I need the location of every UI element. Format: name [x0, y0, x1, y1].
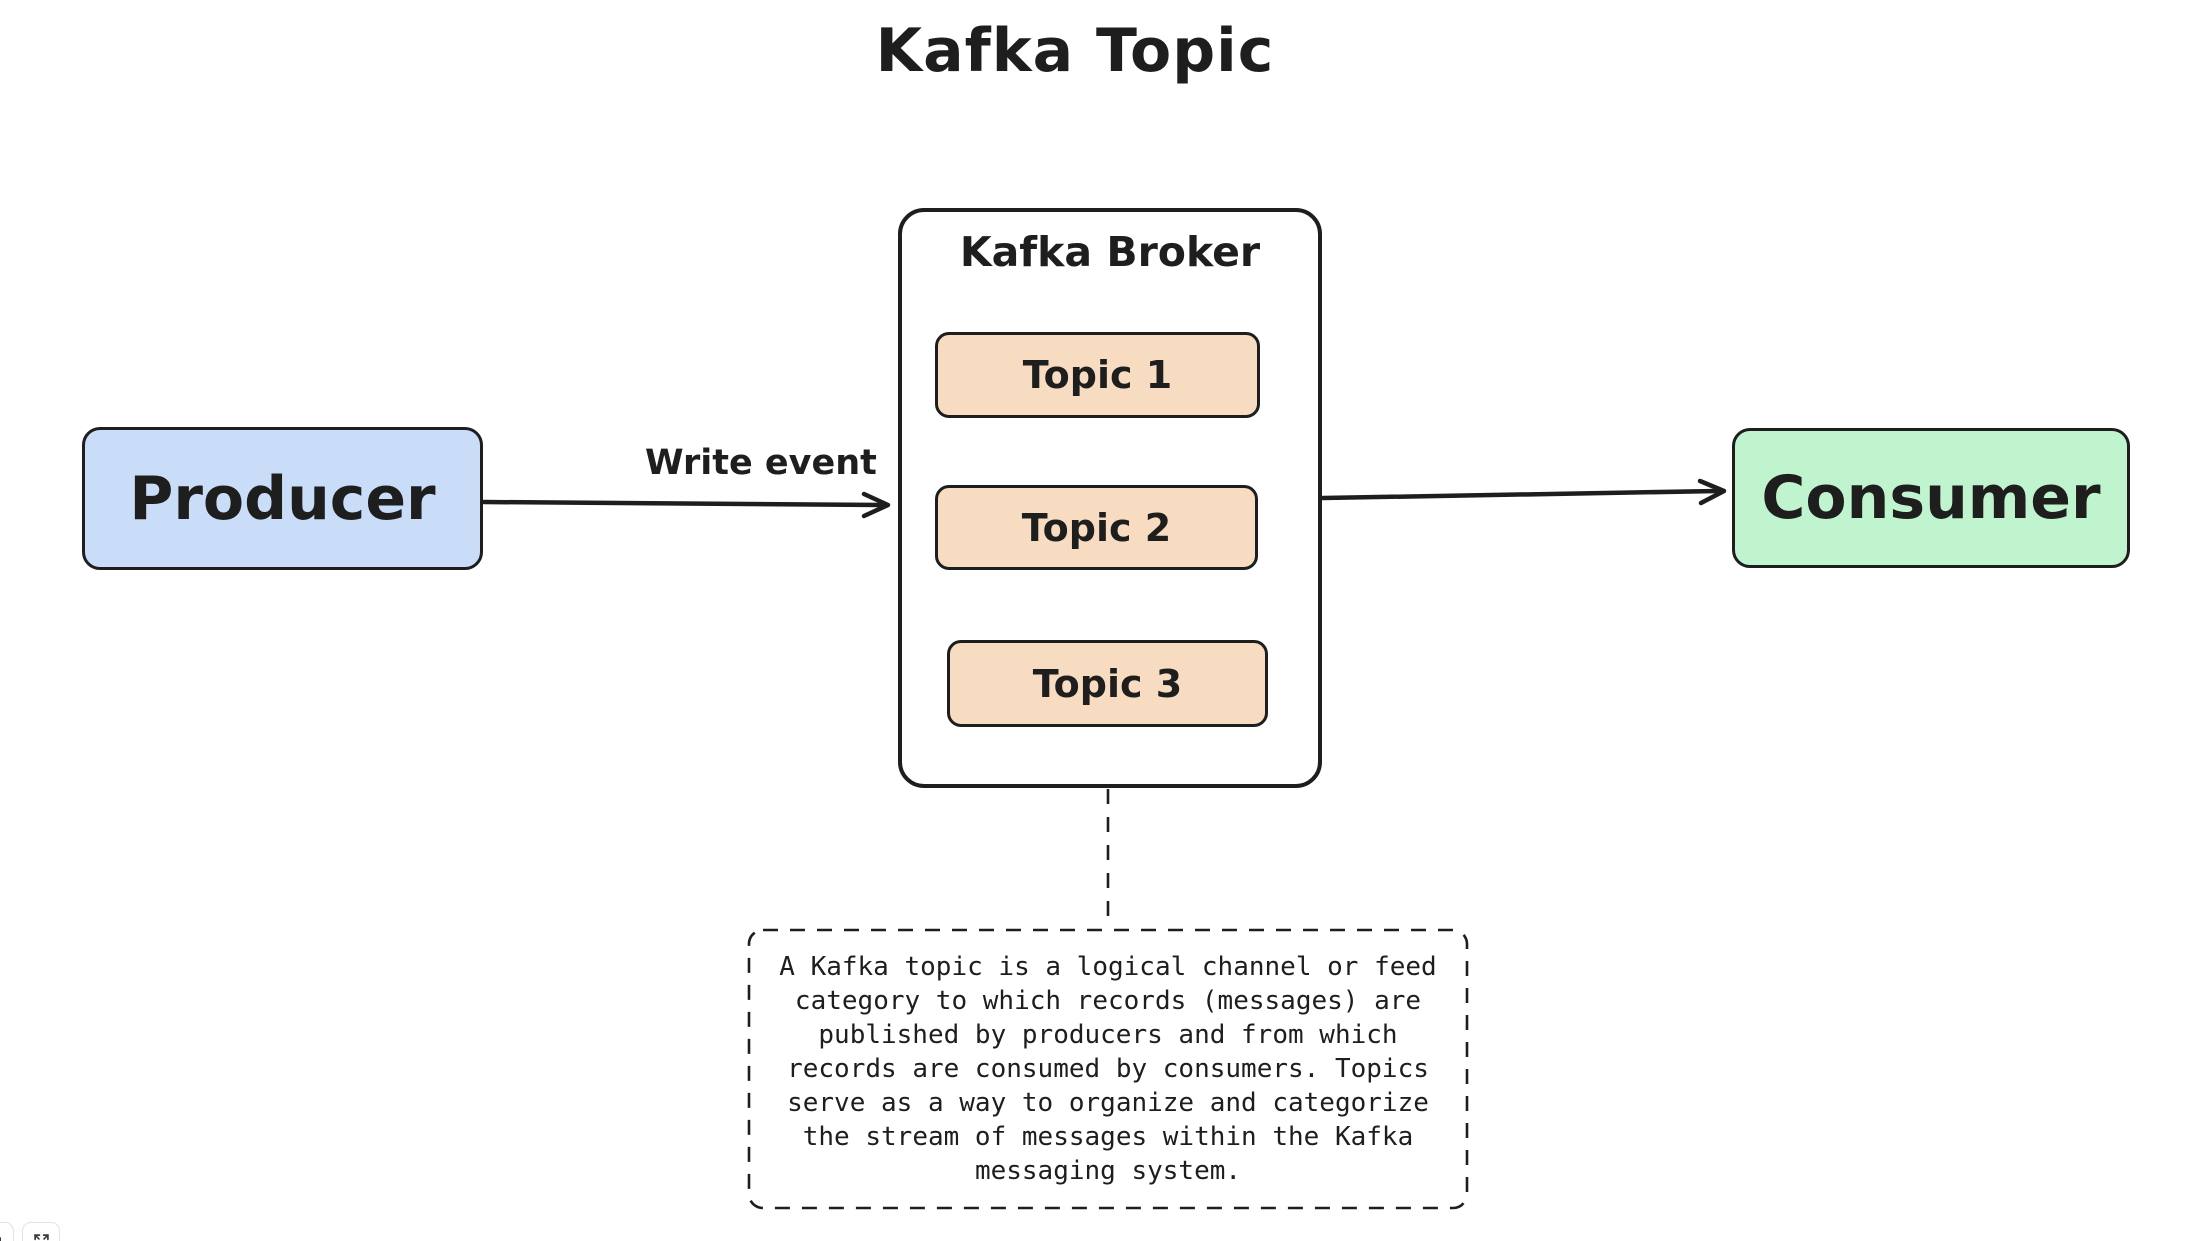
- kafka-broker-label: Kafka Broker: [959, 228, 1261, 276]
- topic-3-label: Topic 3: [1032, 661, 1183, 706]
- page-title: Kafka Topic: [875, 16, 1275, 86]
- topic-description-note: A Kafka topic is a logical channel or fe…: [748, 929, 1468, 1209]
- kafka-broker-node: Kafka Broker Topic 1 Topic 2 Topic 3: [898, 208, 1322, 788]
- topic-1-node: Topic 1: [935, 332, 1260, 418]
- fullscreen-expand-icon: [33, 1233, 49, 1240]
- producer-node: Producer: [82, 427, 483, 570]
- topic-2-label: Topic 2: [1021, 505, 1172, 550]
- topic-2-node: Topic 2: [935, 485, 1258, 570]
- write-event-label: Write event: [645, 443, 877, 483]
- producer-label: Producer: [129, 463, 436, 534]
- consumer-label: Consumer: [1761, 463, 2101, 533]
- topic-description-text: A Kafka topic is a logical channel or fe…: [779, 952, 1437, 1186]
- fullscreen-button[interactable]: [22, 1222, 60, 1241]
- cropped-left-button[interactable]: [0, 1222, 14, 1241]
- producer-to-broker-arrow: [481, 491, 891, 519]
- topic-1-label: Topic 1: [1022, 353, 1173, 397]
- cropped-icon: [0, 1237, 1, 1241]
- broker-to-consumer-arrow: [1320, 478, 1727, 506]
- topic-3-node: Topic 3: [947, 640, 1268, 727]
- consumer-node: Consumer: [1732, 428, 2130, 568]
